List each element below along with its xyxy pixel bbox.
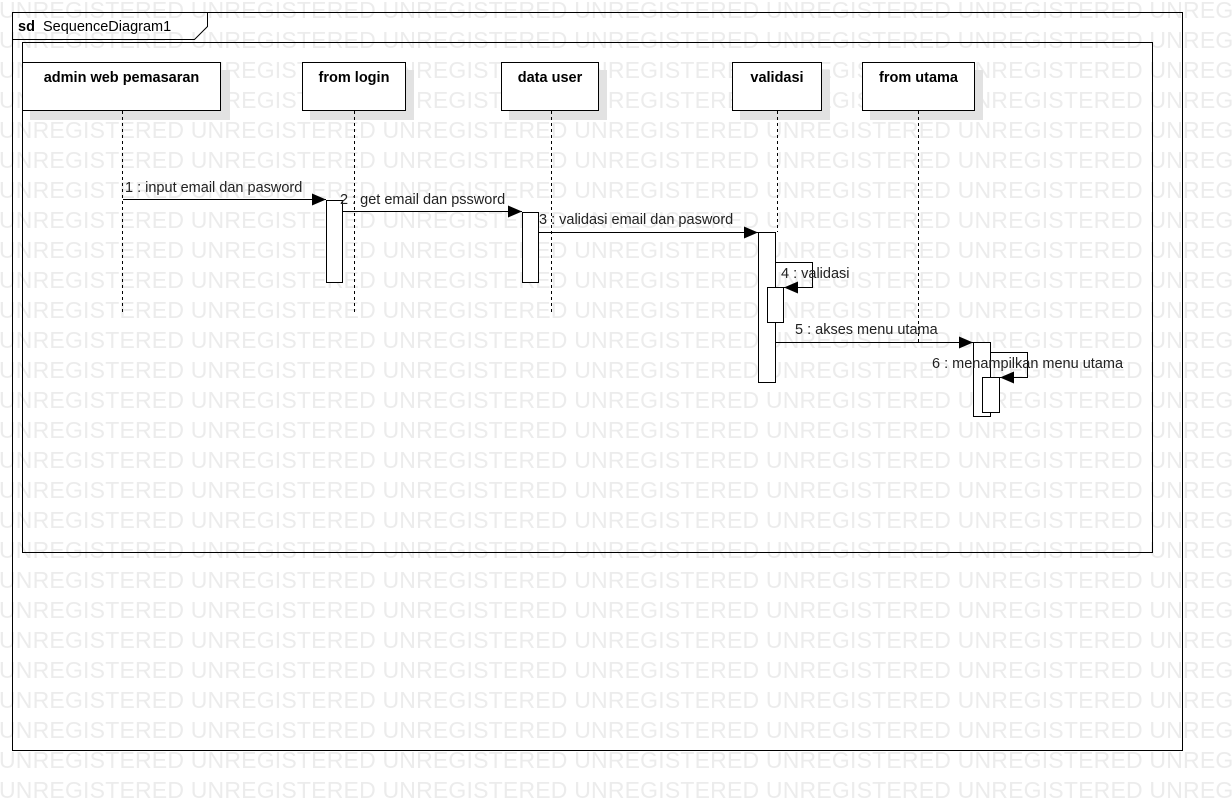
activation-bar-data-user: [522, 212, 539, 283]
lifeline-label: from login: [319, 70, 390, 86]
activation-bar-from-utama-nested: [982, 377, 1000, 413]
message-label: 5 : akses menu utama: [795, 322, 939, 338]
frame-title-tab: [12, 12, 208, 40]
message-6-self: 6 : menampilkan menu utama: [932, 352, 1124, 384]
lifeline-label: data user: [518, 70, 583, 86]
message-label: 6 : menampilkan menu utama: [932, 356, 1124, 372]
activation-bar-from-login: [326, 200, 343, 283]
lifeline-label: validasi: [750, 70, 803, 86]
outer-frame: [12, 12, 1183, 751]
message-label: 4 : validasi: [781, 266, 850, 282]
inner-frame: [22, 42, 1153, 553]
message-5: 5 : akses menu utama: [776, 322, 973, 349]
lifeline-label: admin web pemasaran: [44, 70, 200, 86]
lifeline-from-utama: from utama: [862, 62, 983, 342]
message-label: 3 : validasi email dan pasword: [539, 212, 733, 228]
message-label: 1 : input email dan pasword: [125, 180, 302, 196]
message-3: 3 : validasi email dan pasword: [539, 212, 758, 239]
lifeline-label: from utama: [879, 70, 959, 86]
lifeline-validasi: validasi: [732, 62, 830, 232]
lifeline-from-login: from login: [302, 62, 414, 312]
message-1: 1 : input email dan pasword: [123, 180, 326, 206]
frame-keyword: sd: [18, 19, 35, 35]
message-label: 2 : get email dan pssword: [340, 192, 505, 208]
message-2: 2 : get email dan pssword: [340, 192, 522, 218]
lifeline-admin-web-pemasaran: admin web pemasaran: [22, 62, 230, 312]
message-4-self: 4 : validasi: [776, 262, 850, 294]
lifeline-data-user: data user: [501, 62, 607, 312]
activation-bar-validasi-nested: [767, 287, 784, 323]
frame-title: SequenceDiagram1: [43, 19, 171, 35]
